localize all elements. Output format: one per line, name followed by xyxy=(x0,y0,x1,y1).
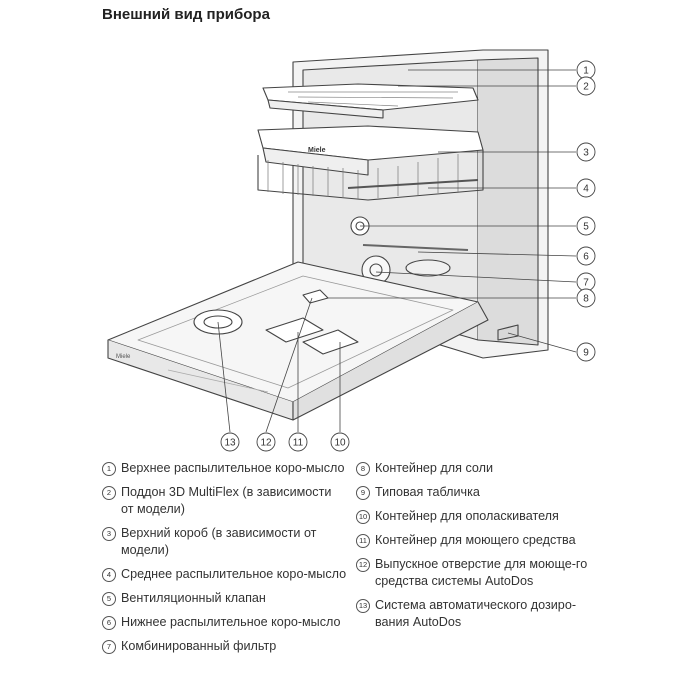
callout-label-13: 13 xyxy=(224,438,236,449)
legend-text: Контейнер для ополаскивателя xyxy=(375,509,559,523)
callout-label-4: 4 xyxy=(583,184,589,195)
legend-item: 6 Нижнее распылительное коро-мысло xyxy=(102,614,347,631)
callout-line-9 xyxy=(507,332,577,353)
callout-circle-13 xyxy=(220,432,240,452)
lower-spray-arm xyxy=(362,244,469,251)
legend-text: Верхнее распылительное коро-мысло xyxy=(121,461,345,475)
detergent-container xyxy=(265,317,324,343)
legend-text: Среднее распылительное коро-мысло xyxy=(121,567,347,581)
callout-label-6: 6 xyxy=(583,252,589,263)
callout-line-12 xyxy=(265,297,313,433)
callout-label-12: 12 xyxy=(260,438,272,449)
legend-number: 3 xyxy=(102,527,116,541)
callout-circle-5 xyxy=(576,216,596,236)
legend-text: Нижнее распылительное коро-мысло xyxy=(121,615,341,629)
callout-circle-12 xyxy=(256,432,276,452)
legend-item: 12 Выпускное отверстие для моюще-го сред… xyxy=(356,556,606,590)
legend-item: 10 Контейнер для ополаскивателя xyxy=(356,508,606,525)
callout-label-3: 3 xyxy=(583,148,589,159)
legend-item: 5 Вентиляционный клапан xyxy=(102,590,347,607)
callout-circle-6 xyxy=(576,246,596,266)
legend-item: 4 Среднее распылительное коро-мысло xyxy=(102,566,347,583)
legend-item: 8 Контейнер для соли xyxy=(356,460,606,477)
callout-label-11: 11 xyxy=(293,438,304,449)
legend-number: 7 xyxy=(102,640,116,654)
callout-label-7: 7 xyxy=(583,278,589,289)
callout-line-6 xyxy=(417,251,577,257)
basket-brand-text: Miele xyxy=(308,147,326,154)
callout-line-13 xyxy=(217,321,231,433)
legend-text: Контейнер для моющего средства xyxy=(375,533,576,547)
legend-item: 13 Система автоматического дозиро-вания … xyxy=(356,597,606,631)
callout-line-7 xyxy=(375,271,577,283)
legend-text: Комбинированный фильтр xyxy=(121,639,277,653)
callout-label-1: 1 xyxy=(583,66,589,77)
dishwasher-diagram: Miele Miele xyxy=(107,49,596,452)
callout-circle-10 xyxy=(330,432,350,452)
legend-number: 9 xyxy=(356,486,370,500)
legend-item: 1 Верхнее распылительное коро-мысло xyxy=(102,460,347,477)
middle-spray-arm xyxy=(347,179,479,189)
callout-label-9: 9 xyxy=(583,348,589,359)
legend-left: 1 Верхнее распылительное коро-мысло 2 По… xyxy=(102,460,347,662)
callout-circle-4 xyxy=(576,178,596,198)
legend-text: Верхний короб (в зависимости от модели) xyxy=(121,526,317,557)
legend-text: Вентиляционный клапан xyxy=(121,591,266,605)
callout-label-10: 10 xyxy=(334,438,346,449)
rinse-container xyxy=(302,329,359,355)
legend-text: Выпускное отверстие для моюще-го средств… xyxy=(375,557,588,588)
callout-circle-9 xyxy=(576,342,596,362)
legend-number: 10 xyxy=(356,510,370,524)
legend-text: Система автоматического дозиро-вания Aut… xyxy=(375,598,577,629)
legend-item: 2 Поддон 3D MultiFlex (в зависимости от … xyxy=(102,484,347,518)
legend-number: 5 xyxy=(102,592,116,606)
legend-number: 4 xyxy=(102,568,116,582)
callout-label-5: 5 xyxy=(583,222,589,233)
callout-circle-11 xyxy=(288,432,308,452)
callout-circle-8 xyxy=(576,288,596,308)
legend-number: 8 xyxy=(356,462,370,476)
legend-number: 6 xyxy=(102,616,116,630)
legend-text: Типовая табличка xyxy=(375,485,480,499)
legend-item: 9 Типовая табличка xyxy=(356,484,606,501)
legend-text: Контейнер для соли xyxy=(375,461,493,475)
legend-item: 11 Контейнер для моющего средства xyxy=(356,532,606,549)
legend-right: 8 Контейнер для соли 9 Типовая табличка … xyxy=(356,460,606,638)
door-brand-text: Miele xyxy=(116,354,131,360)
legend-number: 13 xyxy=(356,599,370,613)
legend-item: 7 Комбинированный фильтр xyxy=(102,638,347,655)
callout-label-8: 8 xyxy=(583,294,589,305)
legend-number: 1 xyxy=(102,462,116,476)
callout-circle-3 xyxy=(576,142,596,162)
callout-label-2: 2 xyxy=(583,82,589,93)
legend-item: 3 Верхний короб (в зависимости от модели… xyxy=(102,525,347,559)
legend-number: 2 xyxy=(102,486,116,500)
legend-text: Поддон 3D MultiFlex (в зависимости от мо… xyxy=(121,485,332,516)
page-title: Внешний вид прибора xyxy=(102,6,270,23)
legend-number: 11 xyxy=(356,534,370,548)
callout-circle-2 xyxy=(576,76,596,96)
legend-number: 12 xyxy=(356,558,370,572)
